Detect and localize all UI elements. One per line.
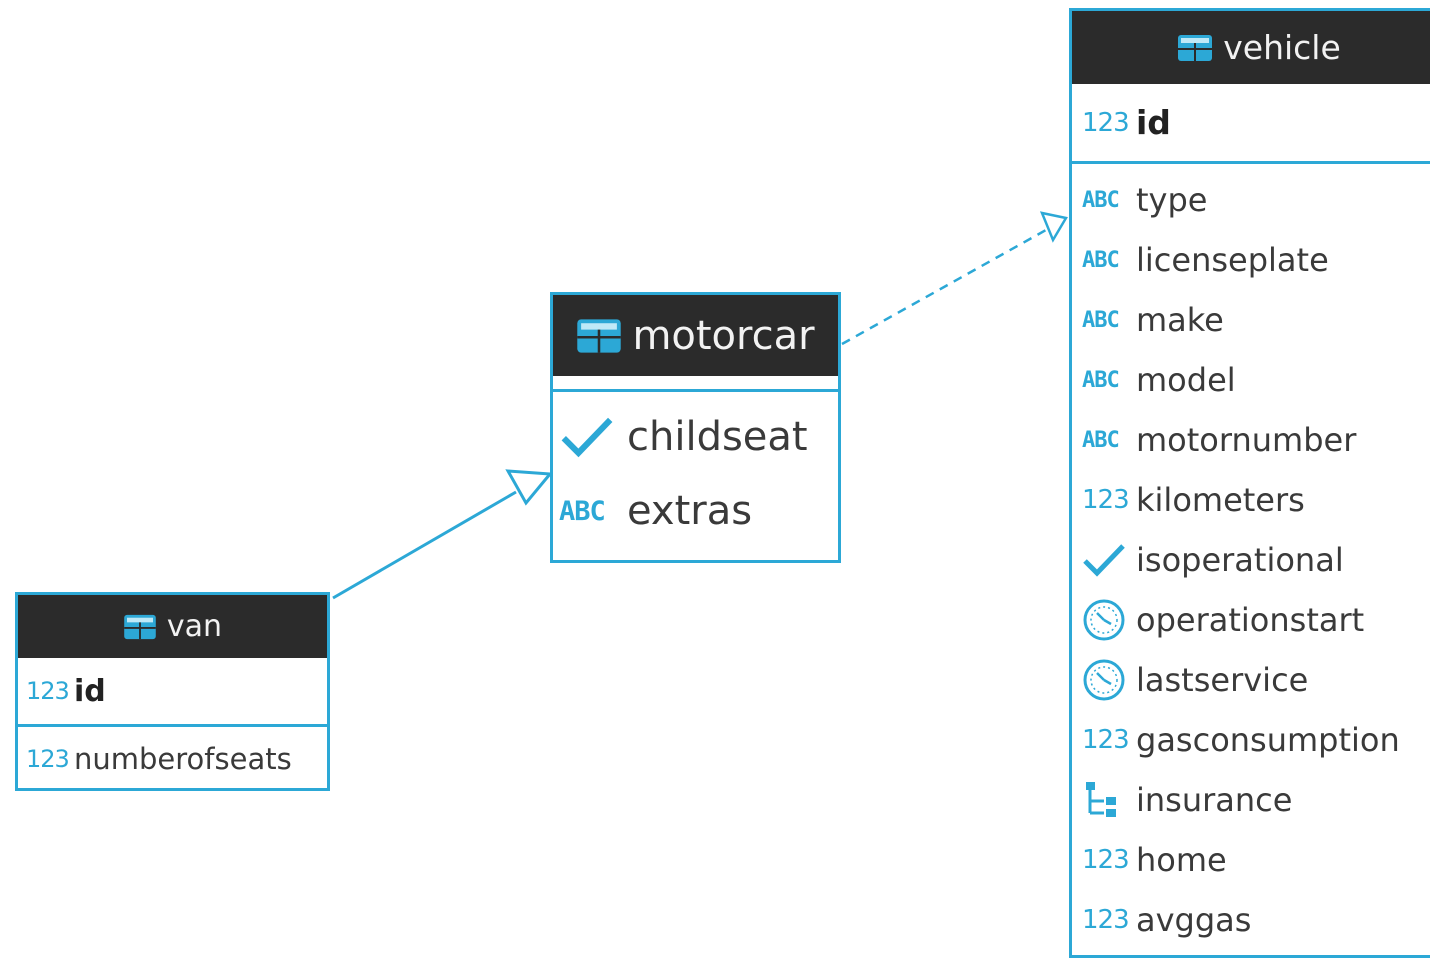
column-row-id[interactable]: 123 id xyxy=(26,674,327,709)
table-icon xyxy=(123,614,157,640)
number-type-icon: 123 xyxy=(26,745,70,773)
table-icon xyxy=(1177,34,1213,62)
boolean-check-icon xyxy=(559,415,627,459)
entity-vehicle-header[interactable]: vehicle xyxy=(1072,11,1430,84)
column-name: avggas xyxy=(1136,901,1252,939)
inheritance-arrow-vehicle xyxy=(1039,211,1068,243)
link-motorcar-vehicle xyxy=(841,228,1047,346)
column-name: childseat xyxy=(627,414,808,460)
entity-motorcar[interactable]: motorcar childseat ABC extras xyxy=(550,292,841,563)
number-type-icon: 123 xyxy=(1082,725,1130,755)
column-row-kilometers[interactable]: 123 kilometers xyxy=(1082,470,1430,530)
text-type-icon: ABC xyxy=(1082,427,1120,453)
column-row-operationstart[interactable]: operationstart xyxy=(1082,590,1430,650)
column-name: motornumber xyxy=(1136,421,1357,459)
number-type-icon: 123 xyxy=(1082,485,1130,515)
text-type-icon: ABC xyxy=(1082,247,1120,273)
column-row-childseat[interactable]: childseat xyxy=(559,400,838,474)
column-name: insurance xyxy=(1136,781,1293,819)
boolean-check-icon xyxy=(1082,542,1136,578)
column-row-licenseplate[interactable]: ABC licenseplate xyxy=(1082,230,1430,290)
table-icon xyxy=(576,318,622,354)
key-section: 123 id xyxy=(1072,84,1430,161)
entity-motorcar-header[interactable]: motorcar xyxy=(553,295,838,379)
column-row-gasconsumption[interactable]: 123 gasconsumption xyxy=(1082,710,1430,770)
column-row-isoperational[interactable]: isoperational xyxy=(1082,530,1430,590)
attribute-section: 123 numberofseats xyxy=(18,724,327,789)
column-name: extras xyxy=(627,488,753,534)
column-name: licenseplate xyxy=(1136,241,1329,279)
text-type-icon: ABC xyxy=(1082,187,1120,213)
entity-vehicle[interactable]: vehicle 123 id ABC type ABC licenseplate… xyxy=(1069,8,1430,958)
column-name: operationstart xyxy=(1136,601,1365,639)
column-name: type xyxy=(1136,181,1208,219)
entity-van-header[interactable]: van xyxy=(18,595,327,658)
number-type-icon: 123 xyxy=(1082,107,1130,138)
column-name: make xyxy=(1136,301,1224,339)
entity-van[interactable]: van 123 id 123 numberofseats xyxy=(15,592,330,791)
attribute-section: ABC type ABC licenseplate ABC make ABC m… xyxy=(1072,161,1430,950)
entity-name: vehicle xyxy=(1223,28,1341,67)
number-type-icon: 123 xyxy=(1082,845,1130,875)
text-type-icon: ABC xyxy=(1082,367,1120,393)
column-row-id[interactable]: 123 id xyxy=(1082,103,1430,142)
column-row-home[interactable]: 123 home xyxy=(1082,830,1430,890)
entity-name: motorcar xyxy=(632,312,815,359)
text-type-icon: ABC xyxy=(559,495,606,527)
column-name: isoperational xyxy=(1136,541,1344,579)
entity-name: van xyxy=(166,609,223,644)
column-row-model[interactable]: ABC model xyxy=(1082,350,1430,410)
attribute-section: childseat ABC extras xyxy=(553,389,838,548)
column-row-extras[interactable]: ABC extras xyxy=(559,474,838,548)
link-van-motorcar xyxy=(332,490,517,600)
column-row-lastservice[interactable]: lastservice xyxy=(1082,650,1430,710)
column-name: numberofseats xyxy=(74,742,292,776)
column-row-numberofseats[interactable]: 123 numberofseats xyxy=(26,729,327,789)
column-row-insurance[interactable]: insurance xyxy=(1082,770,1430,830)
column-name: id xyxy=(74,673,106,709)
column-name: model xyxy=(1136,361,1236,399)
number-type-icon: 123 xyxy=(1082,905,1130,935)
number-type-icon: 123 xyxy=(26,677,70,705)
column-row-avggas[interactable]: 123 avggas xyxy=(1082,890,1430,950)
datetime-clock-icon xyxy=(1082,598,1136,642)
datetime-clock-icon xyxy=(1082,658,1136,702)
column-row-make[interactable]: ABC make xyxy=(1082,290,1430,350)
key-section: 123 id xyxy=(18,658,327,724)
column-row-type[interactable]: ABC type xyxy=(1082,170,1430,230)
text-type-icon: ABC xyxy=(1082,307,1120,333)
column-name: id xyxy=(1136,103,1171,142)
tree-struct-icon xyxy=(1082,780,1136,820)
inheritance-arrow-motorcar xyxy=(505,469,554,506)
column-row-motornumber[interactable]: ABC motornumber xyxy=(1082,410,1430,470)
column-name: home xyxy=(1136,841,1227,879)
column-name: gasconsumption xyxy=(1136,721,1400,759)
column-name: lastservice xyxy=(1136,661,1309,699)
column-name: kilometers xyxy=(1136,481,1305,519)
